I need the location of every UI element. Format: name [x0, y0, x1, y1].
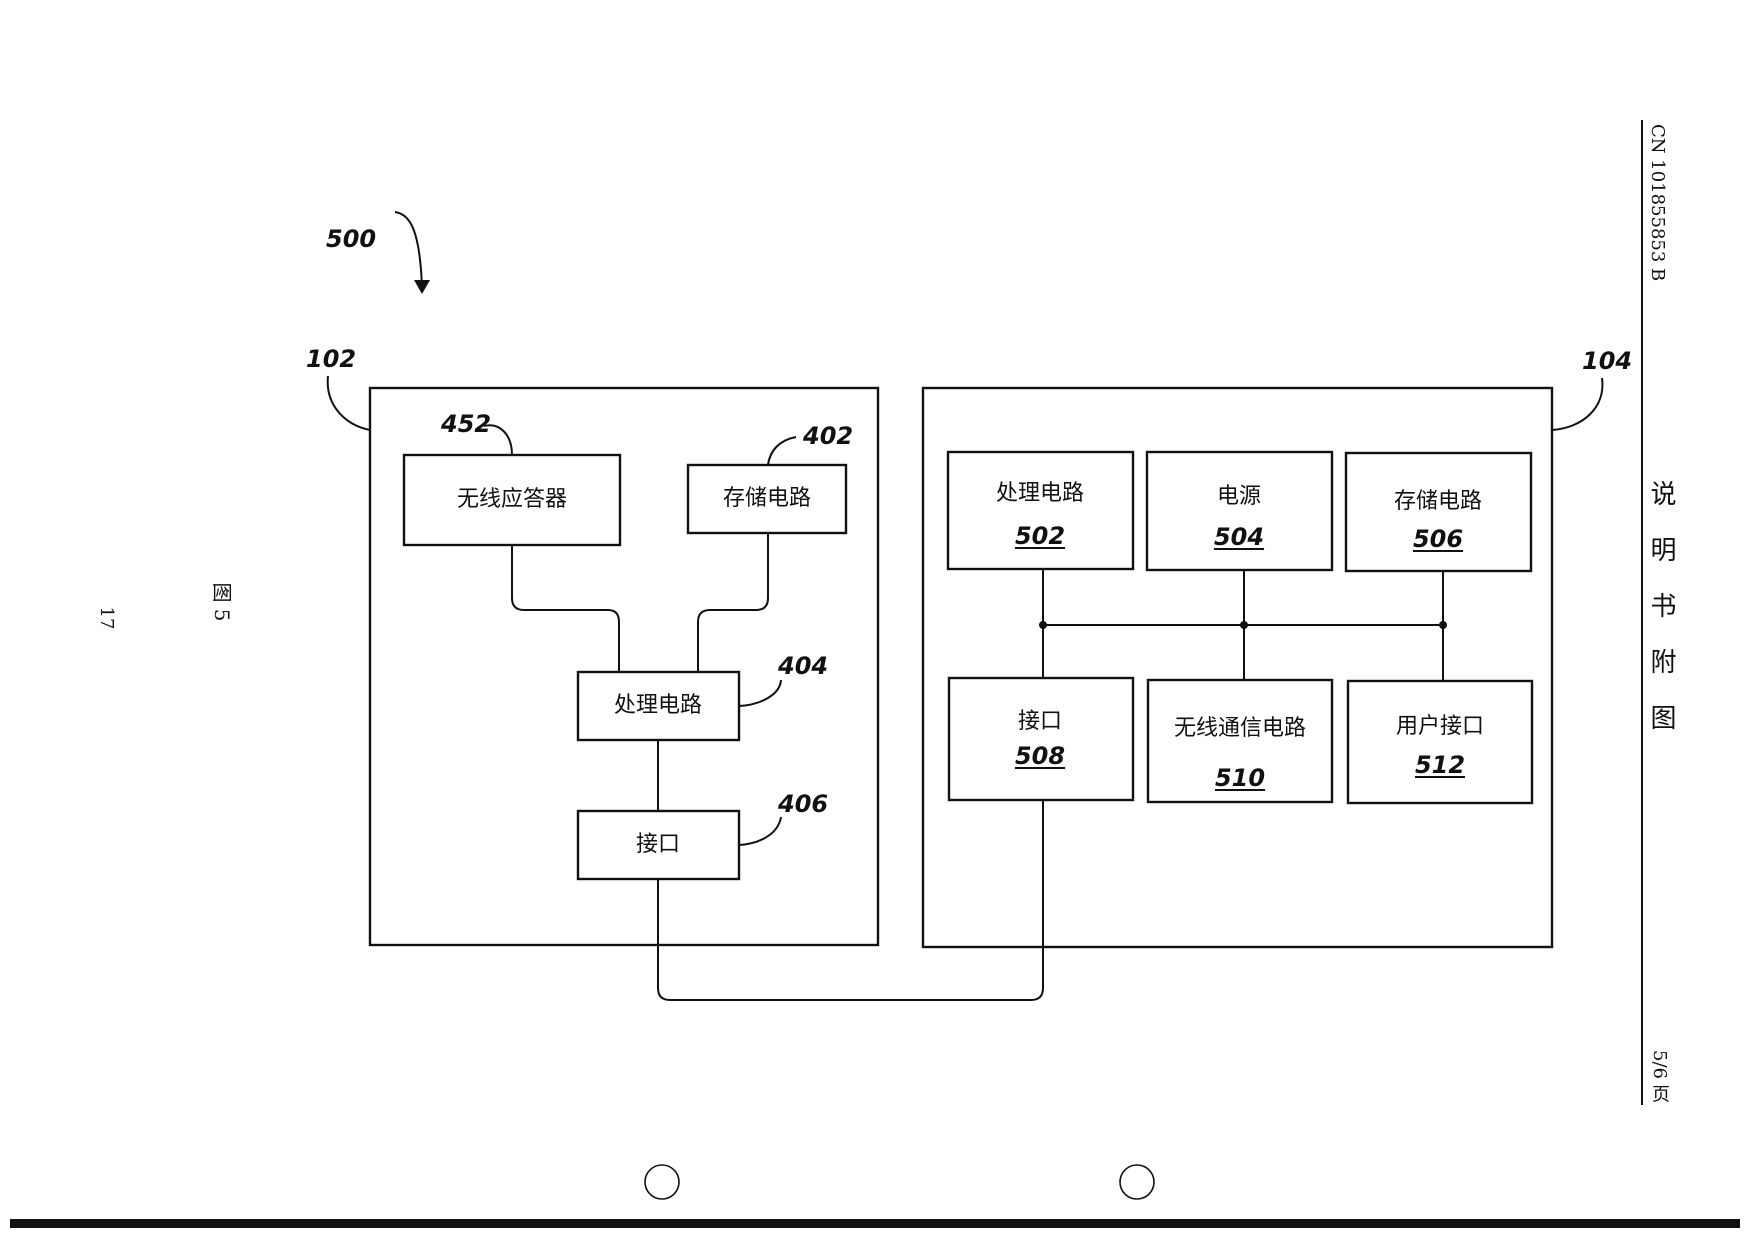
block-512-ref: 512	[1414, 751, 1466, 779]
leader-102	[326, 375, 371, 431]
block-510-frame	[1146, 678, 1334, 804]
block-512-frame	[1346, 679, 1534, 805]
block-406-label: 接口	[635, 832, 681, 857]
bus-junction-506	[1439, 621, 1447, 629]
block-402-label: 存储电路	[722, 486, 812, 511]
block-406-ref: 406	[778, 790, 829, 818]
block-502-label: 处理电路	[995, 481, 1085, 506]
arrow-500-head	[414, 280, 430, 294]
leader-500	[394, 211, 423, 289]
wire-406-508	[657, 800, 1044, 1001]
device-104-frame	[921, 386, 1554, 949]
block-512-label: 用户接口	[1395, 714, 1485, 739]
block-506-label: 存储电路	[1393, 489, 1483, 514]
section-title: 说明书附图	[1646, 480, 1676, 760]
block-508-ref: 508	[1014, 742, 1066, 770]
block-452-label: 无线应答器	[456, 487, 568, 512]
bus-junction-504	[1240, 621, 1248, 629]
page-number: 17	[96, 606, 117, 630]
leader-404	[738, 679, 782, 707]
block-510-ref: 510	[1214, 764, 1266, 792]
leader-402	[767, 436, 797, 466]
block-508-frame	[947, 676, 1135, 802]
leader-452	[483, 424, 513, 456]
block-404-label: 处理电路	[613, 693, 703, 718]
device-102-ref: 102	[306, 345, 357, 373]
figure-caption: 图 5	[210, 582, 234, 622]
block-506-ref: 506	[1412, 525, 1464, 553]
block-504-ref: 504	[1213, 523, 1265, 551]
leader-406	[738, 816, 782, 846]
wire-402-404	[697, 533, 769, 672]
patent-number: CN 101855853 B	[1647, 124, 1668, 282]
block-452-ref: 452	[441, 410, 492, 438]
page-of-total: 5/6 页	[1649, 1050, 1670, 1103]
block-502-ref: 502	[1014, 522, 1066, 550]
bus-junction-502	[1039, 621, 1047, 629]
block-402-ref: 402	[803, 422, 854, 450]
block-504-label: 电源	[1216, 484, 1262, 509]
block-510-label: 无线通信电路	[1173, 716, 1307, 741]
binding-hole-left	[644, 1164, 680, 1200]
binding-hole-right	[1119, 1164, 1155, 1200]
device-104-ref: 104	[1582, 347, 1633, 375]
device-102-frame	[368, 386, 880, 947]
block-508-label: 接口	[1017, 709, 1063, 734]
block-502-frame	[946, 450, 1135, 571]
bottom-edge-bar	[10, 1219, 1740, 1228]
wire-452-404	[511, 545, 620, 672]
block-504-frame	[1145, 450, 1334, 572]
figure-ref-500: 500	[326, 225, 377, 253]
leader-104	[1551, 377, 1604, 431]
block-404-ref: 404	[778, 652, 829, 680]
block-506-frame	[1344, 451, 1533, 573]
